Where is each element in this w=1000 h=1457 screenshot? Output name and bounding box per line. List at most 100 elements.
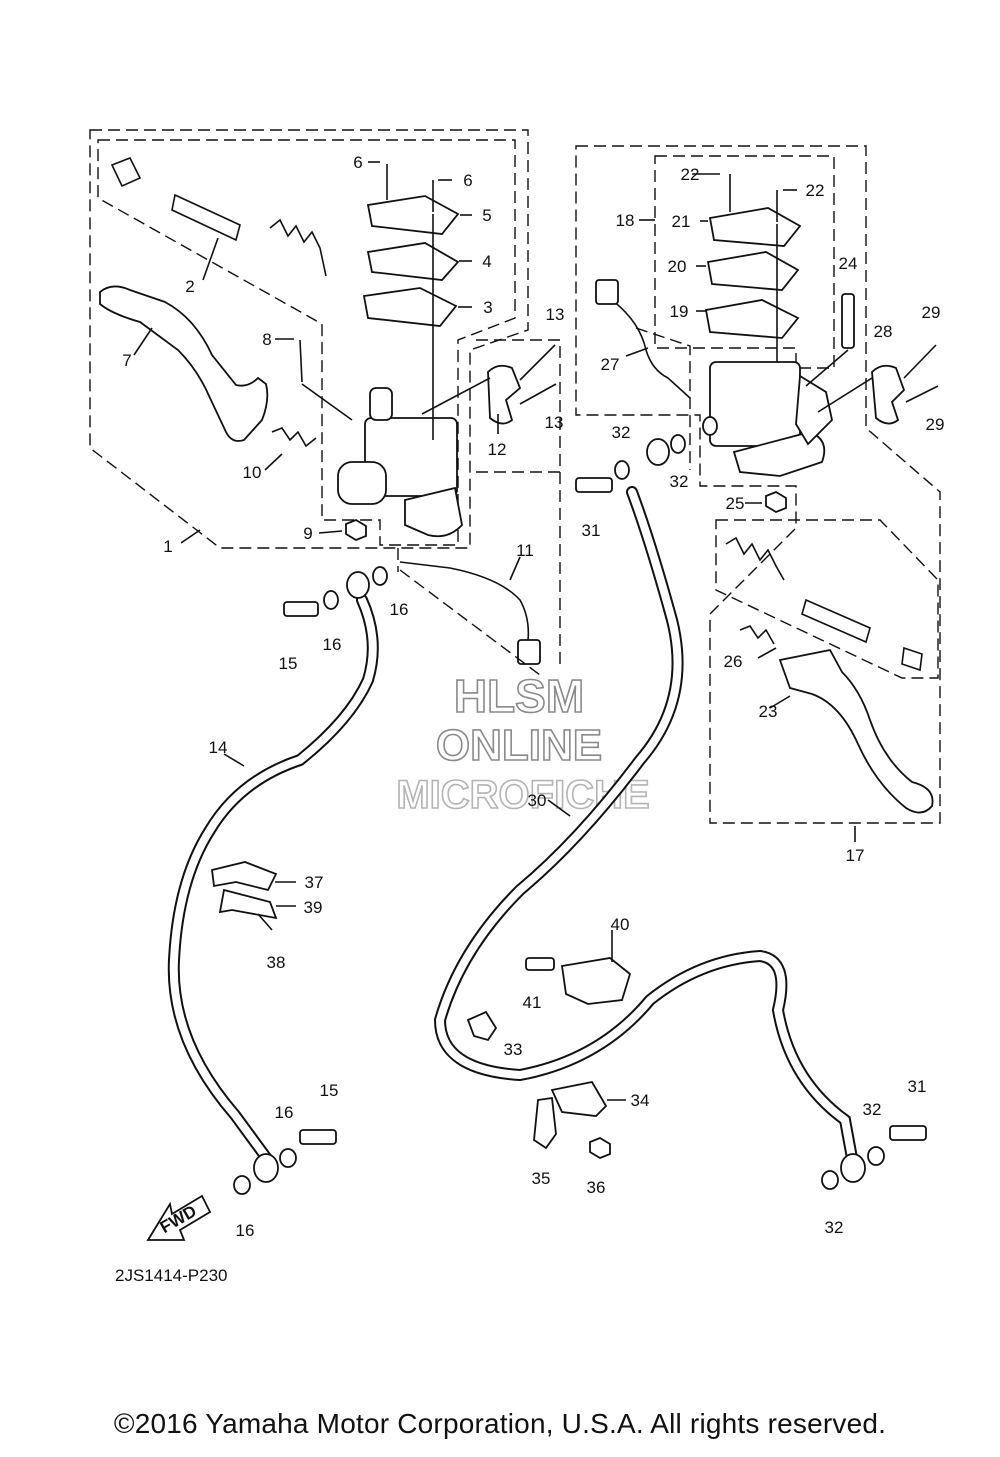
left-clamp-bolt — [257, 913, 273, 931]
diagram-code: 2JS1414-P230 — [115, 1266, 228, 1285]
callout-17: 17 — [846, 846, 865, 865]
left-cylinder-boss — [337, 461, 387, 505]
copyright-notice: ©2016 Yamaha Motor Corporation, U.S.A. A… — [113, 1408, 887, 1439]
callout-5: 5 — [482, 206, 491, 225]
left-diaphragm — [362, 287, 458, 327]
callout-32c: 32 — [863, 1100, 882, 1119]
right-banjo-bottom — [840, 1153, 866, 1183]
right-piston — [801, 598, 871, 644]
callout-31b: 31 — [908, 1077, 927, 1096]
callout-20: 20 — [668, 257, 687, 276]
callout-16a: 16 — [323, 635, 342, 654]
callout-12: 12 — [488, 440, 507, 459]
left-holder-bolt-b — [519, 383, 557, 405]
left-washer-top-2 — [372, 566, 388, 586]
right-switch-wire — [611, 299, 691, 399]
left-piston — [110, 156, 241, 242]
left-spring — [269, 218, 327, 277]
callout-1: 1 — [163, 537, 172, 556]
callout-18: 18 — [616, 211, 635, 230]
left-brake-hose-inner — [169, 596, 377, 1164]
left-nut — [345, 518, 367, 542]
right-washer-bottom — [867, 1146, 885, 1166]
callout-7: 7 — [122, 351, 131, 370]
right-banjo-top — [646, 438, 670, 466]
callout-19: 19 — [670, 302, 689, 321]
callout-15b: 15 — [320, 1081, 339, 1100]
right-holder-leader — [817, 377, 873, 413]
left-switch-connector — [517, 639, 541, 665]
right-reservoir-boundary — [575, 145, 941, 824]
callout-34: 34 — [631, 1091, 650, 1110]
left-cylinder-post — [369, 387, 393, 421]
left-washer-bottom-2 — [233, 1175, 251, 1195]
callout-26: 26 — [724, 652, 743, 671]
callout-22a: 22 — [681, 165, 700, 184]
left-master-cylinder — [364, 417, 458, 497]
left-piston-kit-boundary — [97, 139, 516, 546]
right-union-bolt-top — [575, 477, 613, 493]
leader-lines — [133, 161, 856, 1101]
callout-labels: 1 2 3 4 5 6 6 7 8 9 10 11 12 13 13 14 15… — [122, 153, 944, 1240]
right-nut — [765, 490, 787, 514]
right-master-cylinder — [709, 361, 801, 447]
callout-32d: 32 — [825, 1218, 844, 1237]
left-washer-top — [323, 590, 339, 610]
callout-29b: 29 — [926, 415, 945, 434]
callout-31a: 31 — [582, 521, 601, 540]
callout-28: 28 — [874, 322, 893, 341]
callout-23: 23 — [759, 702, 778, 721]
callout-39: 39 — [304, 898, 323, 917]
right-guide-nut — [589, 1136, 611, 1160]
right-washer-top — [614, 460, 630, 480]
left-hose-dash-2 — [399, 569, 541, 676]
left-washer-bottom — [279, 1148, 297, 1168]
right-piston-cap — [901, 646, 923, 672]
right-pivot-leader — [805, 349, 849, 387]
right-holder-bolt-a — [903, 344, 937, 379]
right-cylinder-ear — [795, 374, 833, 446]
fwd-arrow-icon — [146, 1194, 212, 1241]
left-plate — [366, 242, 460, 281]
left-lever-spring — [271, 427, 317, 448]
left-clamp-bracket — [218, 888, 278, 920]
right-spring — [725, 536, 785, 581]
callout-22b: 22 — [806, 181, 825, 200]
callout-30: 30 — [528, 791, 547, 810]
watermark-line-1: HLSM — [454, 670, 584, 722]
right-switch-boundary — [635, 327, 691, 470]
right-holder-bolt — [525, 957, 555, 971]
right-hose-guide — [550, 1080, 608, 1117]
callout-21: 21 — [672, 212, 691, 231]
left-union-bolt-top — [283, 601, 319, 617]
callout-8: 8 — [262, 330, 271, 349]
left-hose-clamp — [211, 861, 278, 892]
right-holder-bolt-b — [905, 385, 939, 403]
callout-40: 40 — [611, 915, 630, 934]
right-union-bolt-bottom — [889, 1125, 927, 1141]
right-cylinder-washer — [702, 416, 718, 436]
right-brake-lever — [778, 648, 934, 814]
left-assembly-boundary — [89, 129, 529, 549]
right-diaphragm — [704, 299, 800, 339]
callout-38: 38 — [267, 953, 286, 972]
right-piston-boundary — [715, 519, 939, 679]
callout-35: 35 — [532, 1169, 551, 1188]
watermark-line-2: ONLINE — [436, 721, 602, 770]
callout-36: 36 — [587, 1178, 606, 1197]
right-guide-bracket — [533, 1096, 557, 1150]
callout-32a: 32 — [612, 423, 631, 442]
callout-15a: 15 — [279, 654, 298, 673]
left-holder — [487, 364, 522, 425]
callout-37: 37 — [305, 873, 324, 892]
callout-16d: 16 — [236, 1221, 255, 1240]
right-plate — [706, 251, 800, 291]
right-washer-top-2 — [670, 434, 686, 454]
right-switch-connector — [595, 279, 619, 305]
callout-14: 14 — [209, 738, 228, 757]
callout-10: 10 — [243, 463, 262, 482]
left-brake-lever — [99, 285, 269, 442]
callout-6b: 6 — [463, 171, 472, 190]
right-pivot-bolt — [841, 293, 855, 349]
